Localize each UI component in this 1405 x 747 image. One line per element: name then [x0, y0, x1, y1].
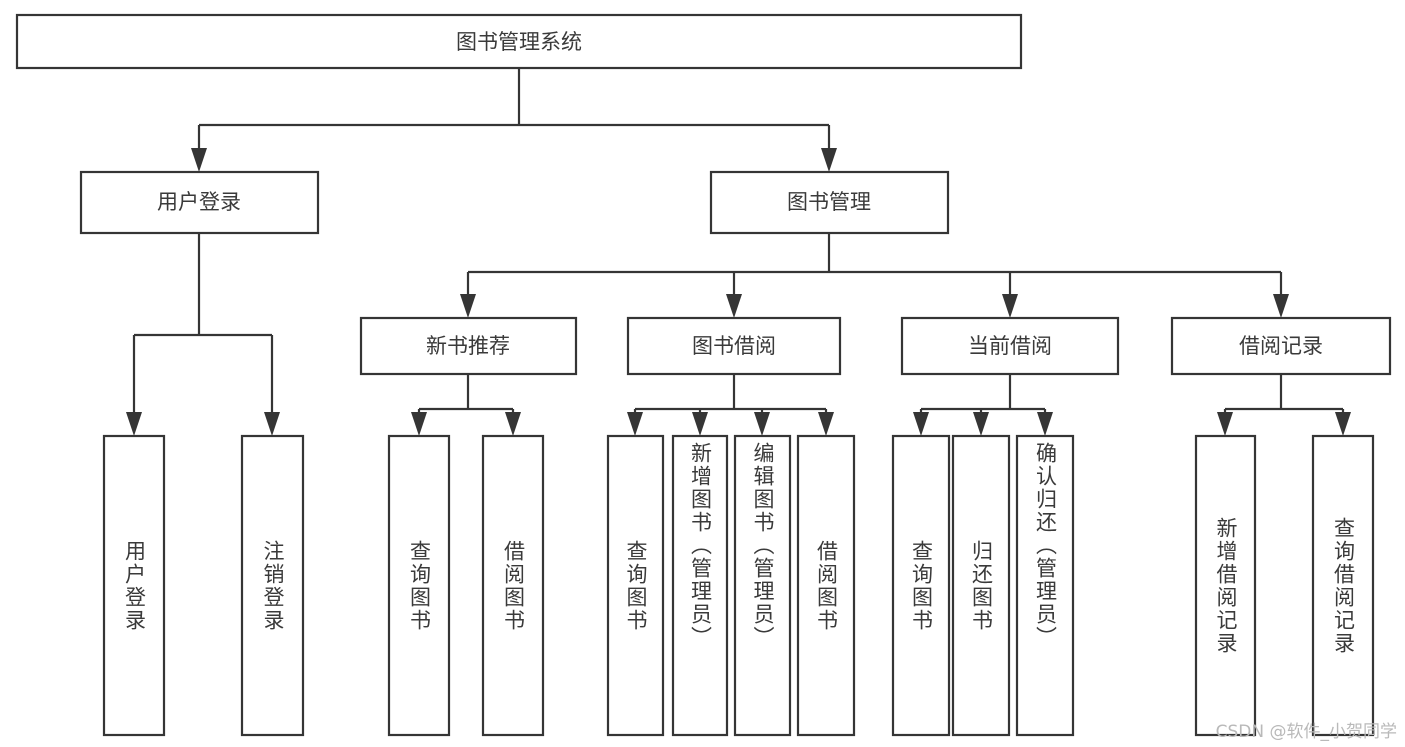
node-box-leaf-11[interactable] — [1015, 434, 1075, 737]
edge-new-book-recommend-to-leaves — [411, 374, 521, 436]
node-box-leaf-06[interactable] — [671, 434, 729, 737]
node-box-root[interactable] — [15, 13, 1023, 70]
node-box-leaf-04[interactable] — [481, 434, 545, 737]
edge-current-borrow-to-leaves — [913, 374, 1053, 436]
label-book-borrow: 图书借阅 — [692, 334, 776, 358]
label-root: 图书管理系统 — [456, 30, 582, 54]
node-box-leaf-02[interactable] — [240, 434, 305, 737]
node-box-current-borrow[interactable] — [900, 316, 1120, 376]
node-box-leaf-05[interactable] — [606, 434, 665, 737]
csdn-watermark: CSDN @软件_小贺同学 — [1215, 722, 1397, 742]
edge-borrow-record-to-leaves — [1217, 374, 1351, 436]
label-new-book-recommend: 新书推荐 — [426, 334, 510, 358]
node-box-leaf-09[interactable] — [891, 434, 951, 737]
node-box-leaf-12[interactable] — [1194, 434, 1257, 737]
node-box-leaf-10[interactable] — [951, 434, 1011, 737]
node-box-leaf-08[interactable] — [796, 434, 856, 737]
edge-book-borrow-to-leaves — [627, 374, 834, 436]
edge-book-management-to-level3 — [460, 233, 1289, 318]
node-box-leaf-01[interactable] — [102, 434, 166, 737]
edge-root-to-level2 — [191, 68, 837, 172]
label-book-management: 图书管理 — [787, 190, 871, 214]
node-box-leaf-03[interactable] — [387, 434, 451, 737]
label-user-login: 用户登录 — [157, 190, 241, 214]
node-box-leaf-13[interactable] — [1311, 434, 1375, 737]
label-current-borrow: 当前借阅 — [968, 334, 1052, 358]
node-box-user-login[interactable] — [79, 170, 320, 235]
label-borrow-record: 借阅记录 — [1239, 334, 1323, 358]
node-box-leaf-07[interactable] — [733, 434, 792, 737]
edge-user-login-to-leaves — [126, 233, 280, 436]
node-box-new-book-recommend[interactable] — [359, 316, 578, 376]
